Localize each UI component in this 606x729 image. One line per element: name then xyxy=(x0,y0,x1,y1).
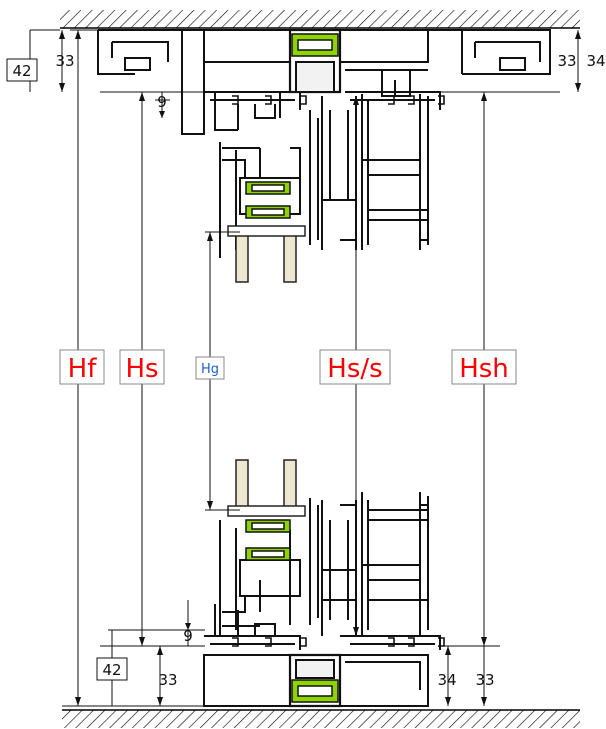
top-glass xyxy=(227,225,306,283)
dim-bottom-left-33: 33 xyxy=(158,671,177,689)
bottom-glass xyxy=(227,459,306,517)
label-hss-text: Hs/s xyxy=(327,354,382,384)
label-hsh-text: Hsh xyxy=(459,354,509,384)
dimension-arrows xyxy=(59,30,581,706)
label-hsh: Hsh xyxy=(451,349,517,385)
dim-bottom-right-34: 34 xyxy=(437,671,456,689)
bottom-frame-profile xyxy=(203,492,445,708)
dim-top-gap-9: 9 xyxy=(157,93,167,111)
label-hs: Hs xyxy=(119,349,165,385)
dim-top-left-box-text: 42 xyxy=(12,62,31,80)
label-hs-text: Hs xyxy=(125,354,158,384)
dim-top-right-33: 33 xyxy=(557,52,576,70)
top-gaskets xyxy=(245,33,339,219)
dim-top-right-34: 34 xyxy=(586,52,605,70)
label-hg: Hg xyxy=(195,356,225,380)
dim-top-left-33: 33 xyxy=(55,52,74,70)
dim-bottom-right-33: 33 xyxy=(475,671,494,689)
label-hss: Hs/s xyxy=(319,349,391,385)
label-hg-text: Hg xyxy=(201,362,219,377)
dim-bottom-left-box-text: 42 xyxy=(102,661,121,679)
dim-top-left-box: 42 xyxy=(6,58,38,82)
dim-bottom-gap-9: 9 xyxy=(183,627,193,645)
label-hf: Hf xyxy=(59,349,105,385)
ceiling-hatch xyxy=(60,10,580,29)
bottom-gaskets xyxy=(245,519,339,703)
top-frame-profile xyxy=(97,28,551,258)
dim-bottom-left-box: 42 xyxy=(96,657,128,681)
label-hf-text: Hf xyxy=(68,354,98,384)
floor-hatch xyxy=(62,709,580,728)
